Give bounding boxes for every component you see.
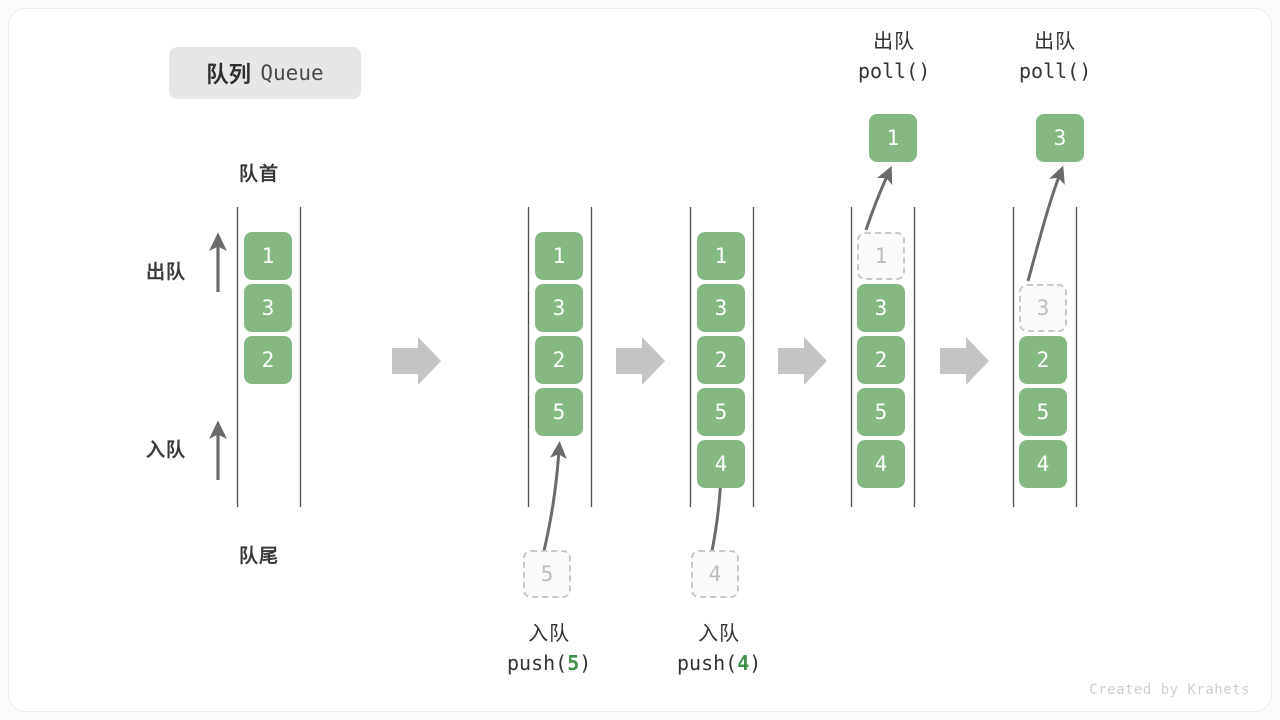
incoming-ghost-cell: 5	[523, 550, 571, 598]
title-cn: 队列	[206, 62, 252, 87]
cell-value: 1	[261, 244, 275, 268]
cell-value: 3	[1036, 296, 1050, 320]
poll-2-label: 出队 poll()	[1019, 28, 1091, 86]
cell-value: 1	[886, 126, 900, 150]
push-5-close: )	[579, 651, 592, 675]
queue-cell: 5	[857, 388, 905, 436]
push-4-arg: 4	[737, 651, 750, 675]
cell-value: 2	[1036, 348, 1050, 372]
poll-3-arrow	[1026, 165, 1065, 282]
title-en: Queue	[260, 61, 324, 85]
cell-value: 5	[874, 400, 888, 424]
poll-2-label-cn: 出队	[1034, 31, 1077, 53]
queue-cell: 2	[535, 336, 583, 384]
push-4-close: )	[749, 651, 762, 675]
dequeue-side-label: 出队	[146, 262, 187, 283]
push-4-label-code: push(4)	[677, 649, 761, 678]
push-4-label-cn: 入队	[698, 623, 741, 645]
push-5-fn: push(	[507, 651, 568, 675]
poll-1-label: 出队 poll()	[858, 28, 930, 86]
poll-2-label-code: poll()	[1019, 59, 1092, 83]
push-5-label-cn: 入队	[528, 623, 571, 645]
queue-cell: 2	[857, 336, 905, 384]
poll-1-label-code: poll()	[858, 59, 931, 83]
cell-value: 4	[708, 562, 722, 586]
attribution-text: Created by Krahets	[1089, 682, 1250, 698]
cell-value: 3	[714, 296, 728, 320]
queue-cell: 4	[857, 440, 905, 488]
queue-head-label: 队首	[239, 164, 280, 185]
push-5-arrow	[542, 441, 567, 552]
push-4-fn: push(	[677, 651, 738, 675]
push-5-arg: 5	[567, 651, 580, 675]
enqueue-side-label: 入队	[146, 440, 187, 461]
push-5-label-code: push(5)	[507, 649, 591, 678]
step-arrow-2	[616, 337, 665, 385]
queue-cell: 3	[857, 284, 905, 332]
cell-value: 3	[261, 296, 275, 320]
cell-value: 1	[874, 244, 888, 268]
queue-tail-label: 队尾	[239, 546, 280, 567]
poll-1-label-cn: 出队	[873, 31, 916, 53]
cell-value: 3	[1053, 126, 1067, 150]
cell-value: 1	[714, 244, 728, 268]
push-4-label: 入队 push(4)	[677, 620, 761, 678]
cell-value: 3	[874, 296, 888, 320]
cell-value: 5	[540, 562, 554, 586]
queue-cell: 2	[244, 336, 292, 384]
removed-ghost-cell: 3	[1019, 284, 1067, 332]
dequeue-arrows	[864, 165, 1065, 282]
cell-value: 5	[552, 400, 566, 424]
queue-cell: 5	[1019, 388, 1067, 436]
cell-value: 2	[552, 348, 566, 372]
queue-cell: 1	[244, 232, 292, 280]
polled-cell: 1	[869, 114, 917, 162]
incoming-ghost-cell: 4	[691, 550, 739, 598]
title-badge: 队列 Queue	[169, 47, 361, 99]
cell-value: 2	[261, 348, 275, 372]
step-arrows	[392, 337, 989, 385]
queue-cell: 5	[535, 388, 583, 436]
cell-value: 4	[1036, 452, 1050, 476]
queue-cell: 1	[535, 232, 583, 280]
queue-cell: 4	[1019, 440, 1067, 488]
cell-value: 3	[552, 296, 566, 320]
cell-value: 5	[1036, 400, 1050, 424]
queue-cell: 3	[244, 284, 292, 332]
cell-value: 1	[552, 244, 566, 268]
poll-1-arrow	[864, 165, 893, 231]
step-arrow-4	[940, 337, 989, 385]
queue-cell: 2	[1019, 336, 1067, 384]
step-arrow-1	[392, 337, 441, 385]
cell-value: 5	[714, 400, 728, 424]
queue-rails	[236, 207, 1078, 507]
queue-cell: 4	[697, 440, 745, 488]
step-arrow-3	[778, 337, 827, 385]
cell-value: 2	[874, 348, 888, 372]
queue-cell: 3	[697, 284, 745, 332]
cell-value: 4	[874, 452, 888, 476]
queue-cell: 2	[697, 336, 745, 384]
polled-cell: 3	[1036, 114, 1084, 162]
queue-cell: 5	[697, 388, 745, 436]
queue-cell: 1	[697, 232, 745, 280]
cell-value: 2	[714, 348, 728, 372]
queue-cell: 3	[535, 284, 583, 332]
removed-ghost-cell: 1	[857, 232, 905, 280]
cell-value: 4	[714, 452, 728, 476]
push-5-label: 入队 push(5)	[507, 620, 591, 678]
